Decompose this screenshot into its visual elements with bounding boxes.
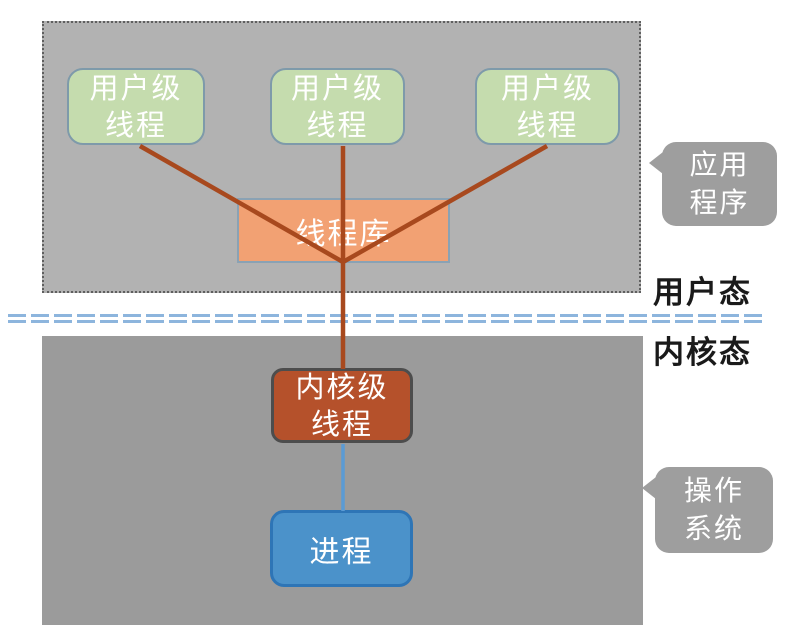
user-thread-node-3: 用户级 线程 (475, 68, 620, 145)
dashed-line-top-bar (8, 314, 766, 317)
callout-tail-icon (649, 152, 663, 174)
application-callout: 应用 程序 (649, 142, 777, 226)
user-mode-label: 用户态 (653, 275, 752, 311)
operating-system-callout-label: 操作 系统 (683, 474, 744, 545)
user-thread-node-2: 用户级 线程 (270, 68, 405, 145)
application-callout-label: 应用 程序 (689, 148, 750, 219)
user-thread-node-1: 用户级 线程 (67, 68, 205, 145)
mode-boundary-dashed-line (8, 314, 766, 323)
dashed-line-bottom-bar (8, 320, 766, 323)
user-thread-label-1: 用户级 线程 (89, 70, 183, 142)
thread-library-node: 线程库 (237, 198, 450, 263)
callout-tail-icon (642, 477, 656, 499)
kernel-thread-node: 内核级 线程 (271, 368, 413, 443)
process-node: 进程 (270, 510, 413, 587)
thread-library-label: 线程库 (295, 216, 392, 252)
kernel-thread-label: 内核级 线程 (295, 369, 389, 441)
kernel-mode-label: 内核态 (653, 335, 752, 371)
user-thread-label-2: 用户级 线程 (290, 70, 384, 142)
process-label: 进程 (309, 534, 374, 570)
user-thread-label-3: 用户级 线程 (500, 70, 594, 142)
operating-system-callout: 操作 系统 (642, 467, 773, 553)
